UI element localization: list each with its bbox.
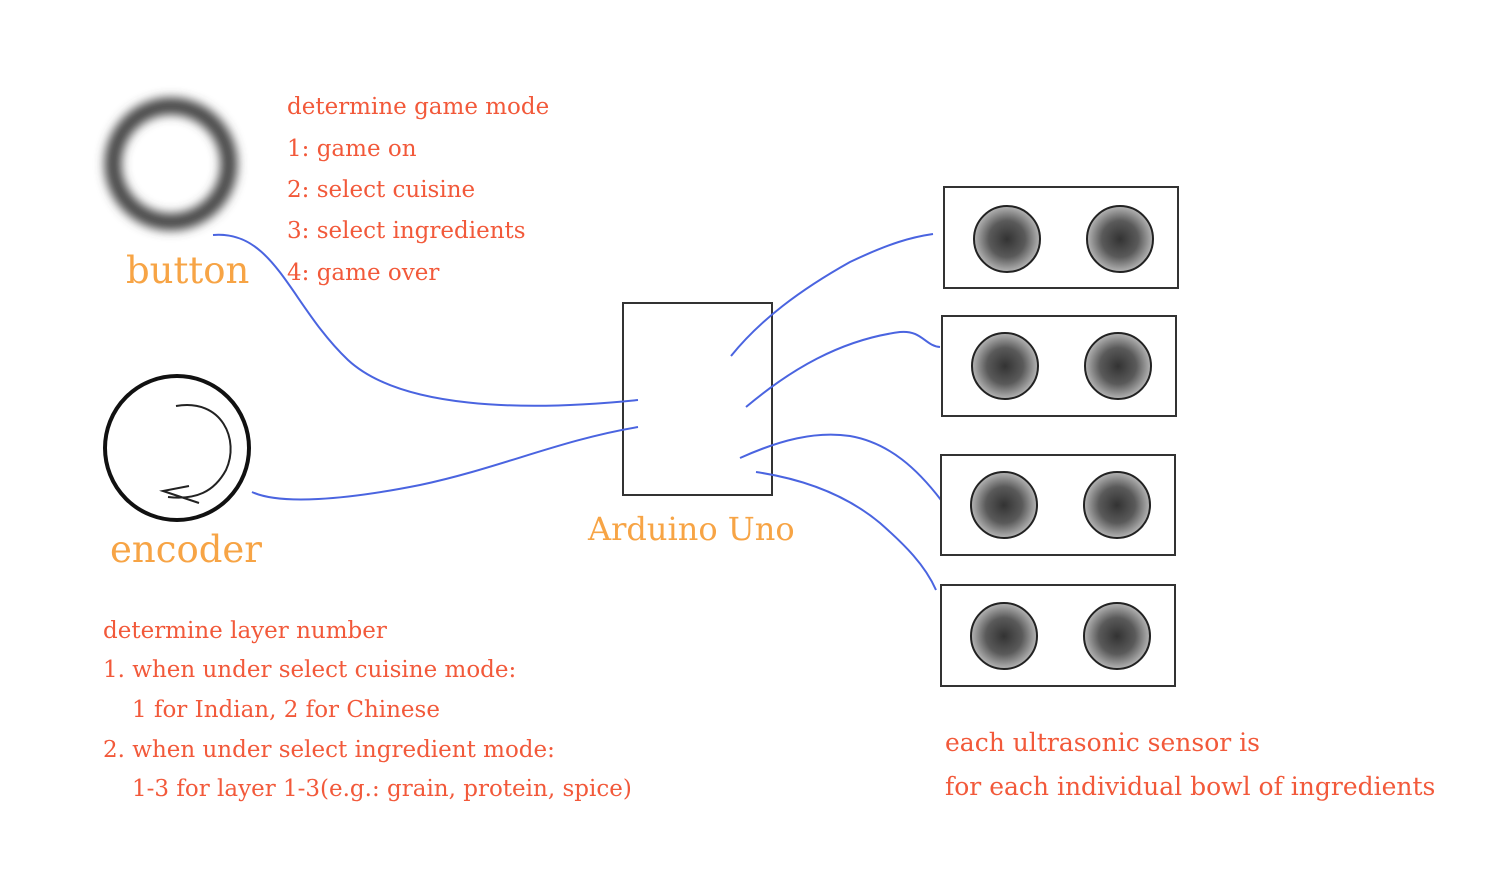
sensor-1 [943,186,1179,289]
encoder-note-line: 1-3 for layer 1-3(e.g.: grain, protein, … [132,776,632,802]
sensor-2 [941,315,1177,417]
ultrasonic-sensor-icon [1083,602,1151,670]
button-ring-icon [104,97,238,231]
wire-encoder [251,426,639,501]
ultrasonic-sensor-icon [1084,332,1152,400]
wire-sensor-4 [755,471,937,591]
encoder-note-line: 2. when under select ingredient mode: [103,737,555,763]
wire-sensor-2 [745,330,941,408]
arduino-label: Arduino Uno [588,510,795,548]
button-note-item: 2: select cuisine [287,177,476,203]
ultrasonic-sensor-icon [1086,205,1154,273]
wire-sensor-1 [730,233,934,357]
wires [212,233,942,591]
button-note-title: determine game mode [287,94,550,120]
encoder-label: encoder [110,528,262,571]
wire-sensor-3 [739,433,942,501]
button-note-item: 3: select ingredients [287,218,526,244]
ultrasonic-sensor-icon [970,471,1038,539]
button-note-item: 4: game over [287,260,440,286]
sensor-4 [940,584,1176,687]
ultrasonic-sensor-icon [1083,471,1151,539]
ultrasonic-sensor-icon [973,205,1041,273]
encoder-note-line: 1 for Indian, 2 for Chinese [132,697,440,723]
wire-button [212,233,639,407]
button-note-item: 1: game on [287,136,417,162]
encoder-note-title: determine layer number [103,618,387,644]
arduino-uno-box [622,302,773,496]
sensor-note-line: each ultrasonic sensor is [945,728,1261,757]
encoder-knob-icon [103,374,251,522]
ultrasonic-sensor-icon [971,332,1039,400]
encoder-note-line: 1. when under select cuisine mode: [103,657,517,683]
sensor-note-line: for each individual bowl of ingredients [945,772,1436,801]
button-label: button [126,249,250,292]
sensor-3 [940,454,1176,556]
ultrasonic-sensor-icon [970,602,1038,670]
